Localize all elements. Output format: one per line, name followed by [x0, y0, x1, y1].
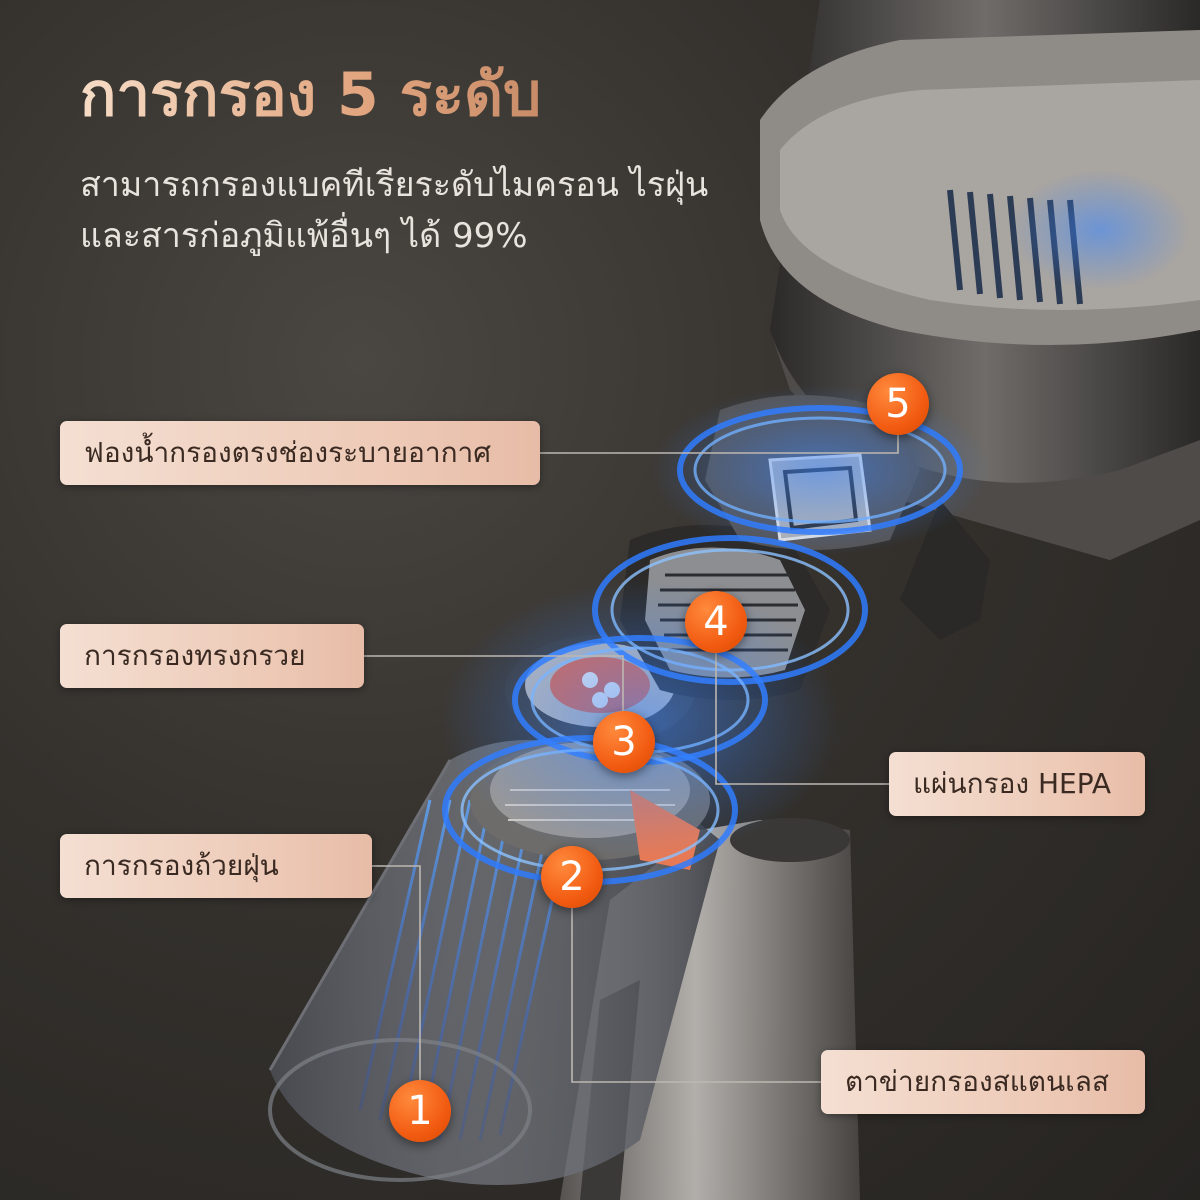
page-title: การกรอง 5 ระดับ	[80, 60, 542, 130]
subtitle-line-2: และสารก่อภูมิแพ้อื่นๆ ได้ 99%	[80, 216, 528, 256]
stage-badge-4: 4	[685, 591, 747, 653]
leader-lines	[364, 404, 899, 1110]
page-subtitle: สามารถกรองแบคทีเรียระดับไมครอน ไรฝุ่น แล…	[80, 160, 780, 262]
label-hepa-filter: แผ่นกรอง HEPA	[889, 752, 1145, 816]
stage-badge-2: 2	[541, 846, 603, 908]
stage-badge-3: 3	[593, 711, 655, 773]
label-exhaust-foam: ฟองน้ำกรองตรงช่องระบายอากาศ	[60, 421, 540, 485]
label-dust-cup: การกรองถ้วยฝุ่น	[60, 834, 372, 898]
stage-badge-5: 5	[867, 373, 929, 435]
stage-badge-1: 1	[389, 1080, 451, 1142]
subtitle-line-1: สามารถกรองแบคทีเรียระดับไมครอน ไรฝุ่น	[80, 165, 709, 205]
label-cone-filter: การกรองทรงกรวย	[60, 624, 364, 688]
label-stainless-mesh: ตาข่ายกรองสแตนเลส	[821, 1050, 1145, 1114]
